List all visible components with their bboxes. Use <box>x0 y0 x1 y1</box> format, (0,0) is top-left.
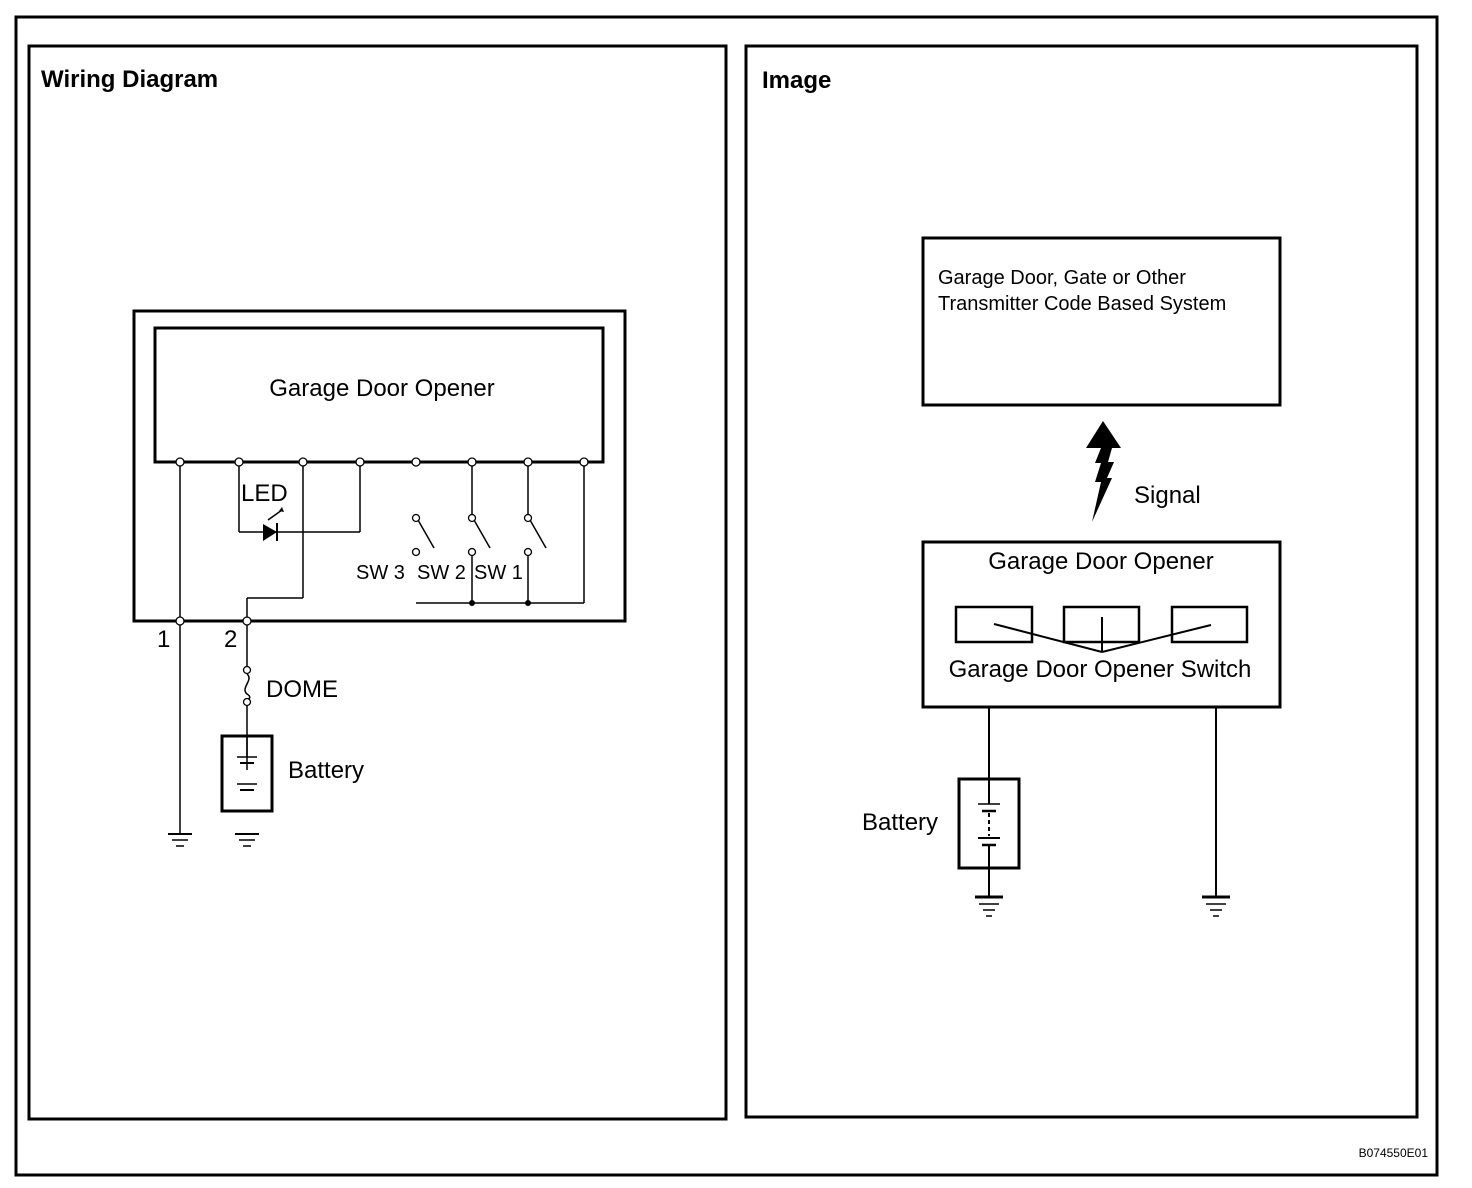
receiver-system-box <box>921 236 1282 407</box>
image-panel-border <box>744 44 1419 1119</box>
wiring-panel-border <box>27 44 728 1121</box>
signal-label: Signal <box>1134 482 1201 509</box>
image-panel: Image Garage Door, Gate or Other Transmi… <box>744 44 1419 1119</box>
opener-unit-label: Garage Door Opener <box>988 548 1213 575</box>
switch-label-sw3: SW 3 <box>356 562 405 584</box>
connector-pin-1 <box>175 616 185 626</box>
opener-switch-button <box>954 605 1034 644</box>
opener-unit-box <box>921 540 1282 709</box>
ground-icon <box>1202 895 1230 917</box>
ground-icon <box>168 833 192 847</box>
wiring-diagram-panel: Wiring Diagram Garage Door Opener <box>27 44 728 1121</box>
opener-housing <box>132 309 627 623</box>
opener-switch-button <box>1170 605 1249 644</box>
battery-label: Battery <box>288 757 364 784</box>
battery-icon <box>957 777 1021 897</box>
led-icon <box>263 507 284 541</box>
signal-bolt-icon <box>1086 421 1121 522</box>
wiring-lines <box>179 462 585 833</box>
ground-icon <box>975 895 1003 917</box>
module-terminals <box>175 457 589 467</box>
wiring-panel-title: Wiring Diagram <box>41 66 218 93</box>
switch-leader-lines <box>993 617 1212 653</box>
receiver-label-line2: Transmitter Code Based System <box>938 293 1226 315</box>
switch-contacts <box>411 513 533 606</box>
receiver-label-line1: Garage Door, Gate or Other <box>938 267 1186 289</box>
outer-frame <box>14 15 1439 1177</box>
opener-module-label: Garage Door Opener <box>269 375 494 402</box>
battery-icon <box>220 734 274 813</box>
fuse-icon <box>242 665 252 707</box>
pin-label-1: 1 <box>157 626 170 653</box>
switch-label-sw1: SW 1 <box>474 562 523 584</box>
connector-pin-2 <box>242 616 252 626</box>
document-id: B074550E01 <box>1359 1146 1429 1160</box>
fuse-label: DOME <box>266 676 338 703</box>
switch-label-sw2: SW 2 <box>417 562 466 584</box>
ground-icon <box>235 833 259 847</box>
battery-label: Battery <box>862 809 938 836</box>
opener-switch-label: Garage Door Opener Switch <box>949 656 1252 683</box>
led-label: LED <box>241 480 288 507</box>
image-panel-title: Image <box>762 67 831 94</box>
pin-label-2: 2 <box>224 626 237 653</box>
opener-module-box <box>153 326 605 464</box>
